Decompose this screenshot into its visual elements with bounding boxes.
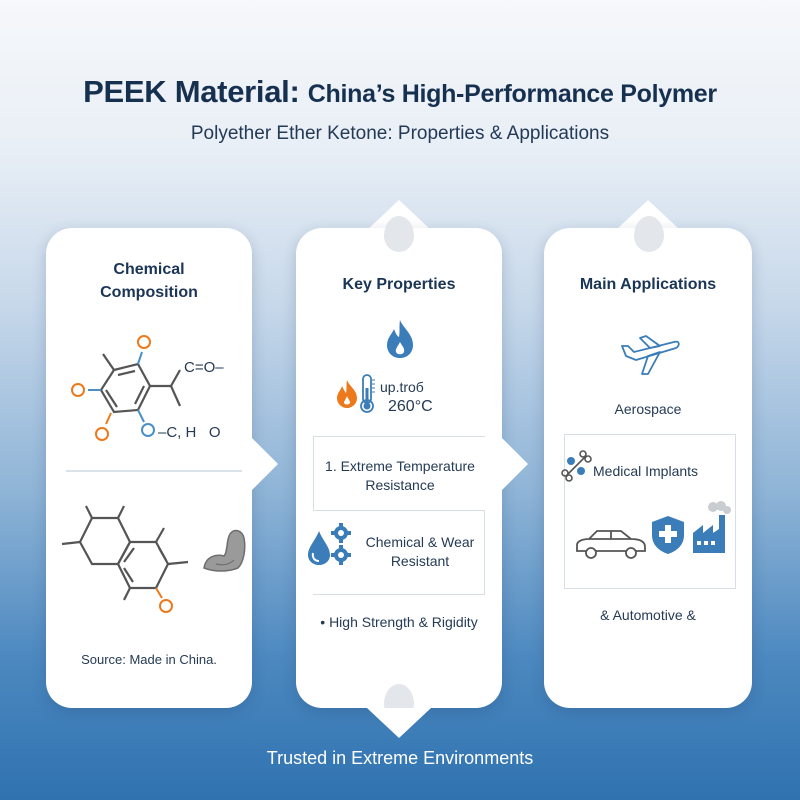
divider [66, 470, 242, 472]
shield-plus-icon [652, 516, 684, 554]
composition-card: Chemical Composition C=O– –C, H O [46, 228, 252, 708]
footer-tagline: Trusted in Extreme Environments [266, 748, 534, 768]
gears-icon [331, 523, 351, 565]
thermometer-icon [360, 374, 375, 413]
arrow-connector-1 [252, 438, 278, 490]
molecule-structure-icon [71, 335, 182, 441]
title-main: PEEK Material: [83, 74, 308, 109]
property-item-chemical-line2: Resistant [390, 553, 450, 569]
carbonyl-label: C=O– [184, 359, 224, 376]
composition-heading-line1: Chemical [113, 261, 185, 278]
flexed-arm-icon [203, 529, 246, 572]
applications-box: Medical Implants [561, 434, 736, 589]
property-item-chemical: Chemical & Wear Resistant [308, 511, 485, 595]
property-item-temperature-text: 1. Extreme Temperature Resistance [314, 457, 486, 495]
temp-value: 260°C [388, 398, 433, 415]
property-item-temperature-line2: Resistance [365, 477, 435, 493]
drop-marker-top-right [634, 216, 664, 252]
ether-label: –C, H O [158, 424, 221, 441]
small-flame-icon [337, 380, 357, 408]
factory-icon [693, 501, 731, 553]
composition-heading-line2: Composition [100, 284, 198, 301]
application-aerospace: Aerospace [614, 401, 682, 417]
source-text: Source: Made in China. [81, 652, 217, 667]
property-item-temperature-line1: 1. Extreme Temperature [325, 458, 475, 474]
properties-heading: Key Properties [342, 276, 456, 293]
property-item-temperature: 1. Extreme Temperature Resistance [313, 436, 485, 511]
application-medical: Medical Implants [593, 463, 699, 479]
bottom-notch [367, 708, 431, 738]
car-icon [576, 530, 646, 559]
page-subtitle: Polyether Ether Ketone: Properties & App… [190, 123, 610, 144]
flame-icon [387, 320, 413, 358]
temp-label: up.troб 260°C [380, 378, 433, 416]
airplane-icon [621, 335, 680, 375]
fused-ring-molecule-icon [61, 505, 189, 613]
temp-label-line1: up.troб [380, 379, 424, 395]
composition-heading: Chemical Composition [46, 258, 252, 304]
property-item-chemical-line1: Chemical & Wear [365, 534, 475, 550]
water-drop-icon [308, 531, 330, 565]
application-automotive: & Automotive & [600, 607, 696, 623]
page-title: PEEK Material: China’s High-Performance … [0, 74, 800, 110]
applications-heading: Main Applications [579, 276, 717, 293]
title-rest: China’s High-Performance Polymer [307, 80, 717, 108]
bone-icon [561, 450, 592, 482]
property-item-strength: • High Strength & Rigidity [320, 614, 478, 630]
drop-marker-top [384, 216, 414, 252]
arrow-connector-2 [502, 438, 528, 490]
property-item-chemical-text: Chemical & Wear Resistant [355, 533, 485, 571]
applications-card: Main Applications Aerospace Medical Impl… [544, 216, 752, 708]
properties-card: Key Properties up.troб 260°C 1. Extreme … [296, 216, 502, 720]
